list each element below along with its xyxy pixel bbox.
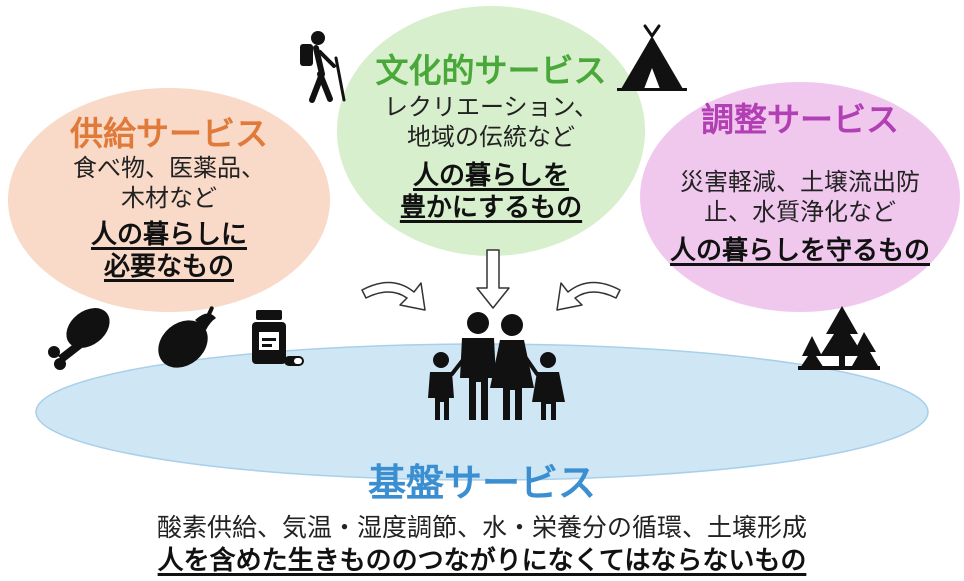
regulate-emph-line: 人の暮らしを守るもの	[669, 236, 930, 266]
base-service-emphasis: 人を含めた生きもののつながりになくてはならないもの	[157, 546, 807, 576]
base-service-description: 酸素供給、気温・湿度調節、水・栄養分の循環、土壌形成	[156, 513, 807, 542]
regulating-service-description: 災害軽減、土壌流出防 止、水質浄化など	[640, 167, 960, 227]
arrow-icon	[476, 249, 510, 309]
cultural-service-description: レクリエーション、 地域の伝統など	[337, 92, 645, 152]
eggplant-icon	[158, 306, 216, 368]
supply-service-circle	[8, 88, 330, 312]
cultural-service-title: 文化的サービス	[375, 51, 607, 90]
chicken-leg-icon	[48, 308, 110, 370]
base-service-title: 基盤サービス	[367, 461, 596, 505]
supply-service-description: 食べ物、医薬品、 木材など	[8, 153, 330, 213]
supply-service-title: 供給サービス	[70, 114, 268, 153]
family-icon	[428, 312, 565, 420]
regulate-desc-line: 災害軽減、土壌流出防	[680, 168, 920, 196]
regulating-service-circle	[640, 82, 960, 312]
culture-emph-line: 人の暮らしを	[412, 161, 569, 191]
tent-icon	[617, 24, 687, 91]
culture-desc-line: 地域の伝統など	[407, 123, 575, 151]
regulating-service-title: 調整サービス	[701, 100, 899, 139]
cultural-service-emphasis: 人の暮らしを 豊かにするもの	[337, 160, 645, 224]
regulate-desc-line: 止、水質浄化など	[704, 198, 896, 226]
supply-desc-line: 食べ物、医薬品、	[73, 154, 265, 182]
regulating-service-emphasis: 人の暮らしを守るもの	[640, 235, 960, 267]
supply-emph-line: 必要なもの	[103, 252, 234, 282]
supply-desc-line: 木材など	[121, 184, 217, 212]
arrow-icon	[361, 281, 426, 311]
cultural-service-circle	[337, 6, 645, 256]
arrow-icon	[556, 281, 621, 311]
medicine-bottle-icon	[252, 310, 304, 366]
hiker-icon	[300, 31, 346, 103]
supply-service-emphasis: 人の暮らしに 必要なもの	[8, 219, 330, 283]
forest-icon	[798, 306, 880, 370]
culture-emph-line: 豊かにするもの	[399, 193, 583, 223]
culture-desc-line: レクリエーション、	[383, 93, 599, 121]
supply-emph-line: 人の暮らしに	[90, 220, 247, 250]
